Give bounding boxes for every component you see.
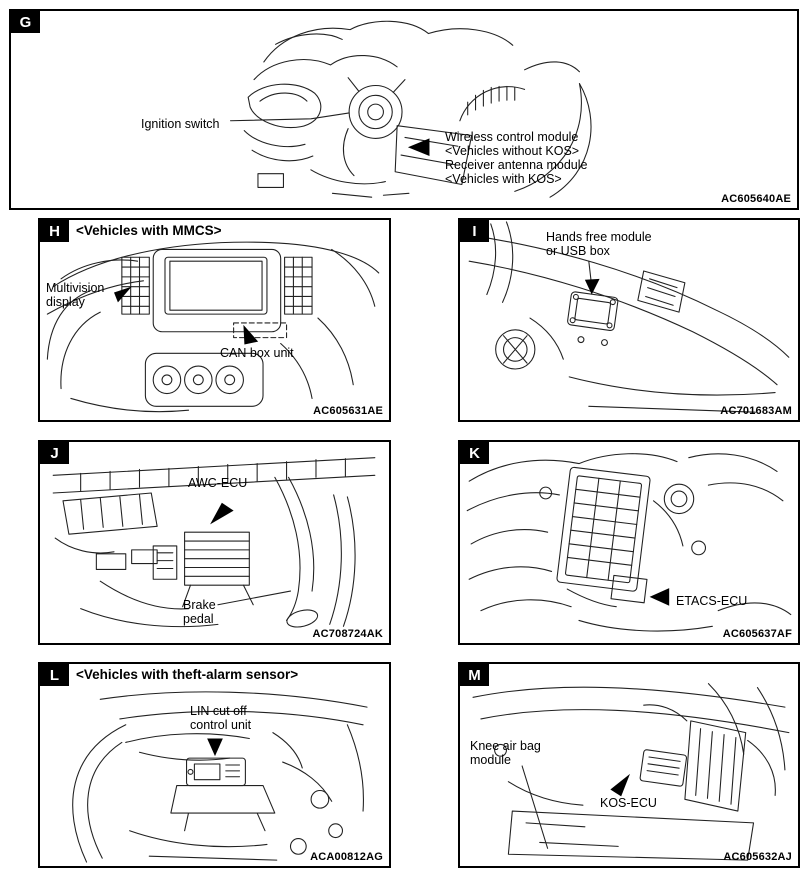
illustration-lin-unit [72,691,368,863]
label-handsfree-2: or USB box [546,244,610,258]
panel-g: G Ignition switch Wireless control modul… [9,9,799,210]
pointer-arrow [407,138,430,157]
pointer-arrow [610,773,630,797]
panel-h: H <Vehicles with MMCS> Multivision displ… [38,218,391,422]
label-handsfree-1: Hands free module [546,230,652,244]
figure-code: AC701683AM [720,405,792,417]
figure-code: AC708724AK [312,628,383,640]
pointer-arrow [243,324,259,345]
panel-letter: K [460,442,489,464]
illustration-steering-column [229,20,592,198]
label-knee-1: Knee air bag [470,739,541,753]
label-awc-ecu: AWC-ECU [188,476,248,490]
label-brake-1: Brake [183,598,216,612]
panel-letter: L [40,664,69,686]
panel-i: I Hands free module or USB box AC701683A… [458,218,800,422]
illustration-awc-ecu [52,457,376,628]
label-brake-2: pedal [183,612,214,626]
label-receiver-1: Receiver antenna module [445,158,588,172]
figure-code: AC605637AF [722,628,792,640]
panel-letter: G [11,11,40,33]
label-wireless-1: Wireless control module [445,130,579,144]
panel-heading: <Vehicles with theft-alarm sensor> [76,667,299,682]
illustration-etacs-ecu [466,453,792,632]
label-ignition-switch: Ignition switch [141,117,220,131]
panel-heading: <Vehicles with MMCS> [76,223,222,238]
panel-letter: H [40,220,69,242]
figure-code: AC605631AE [313,405,383,417]
illustration-dashboard-handsfree [468,221,790,413]
illustration-dashboard-mmcs [46,241,380,413]
label-knee-2: module [470,753,511,767]
panel-m: M Knee air bag module KOS-ECU AC605632AJ [458,662,800,868]
pointer-arrow [649,588,670,606]
panel-j: J AWC-ECU Brake pedal AC708724AK [38,440,391,645]
panel-k: K ETACS-ECU AC605637AF [458,440,800,645]
label-receiver-2: <Vehicles with KOS> [445,172,562,186]
figure-code: AC605632AJ [723,851,792,863]
panel-letter: I [460,220,489,242]
panel-letter: M [460,664,489,686]
label-lin-1: LIN cut off [190,704,247,718]
illustration-kos-ecu [472,683,790,861]
label-can-box-unit: CAN box unit [220,346,294,360]
label-multivision-2: display [46,295,85,309]
figure-code: AC605640AE [721,193,791,205]
label-wireless-2: <Vehicles without KOS> [445,144,580,158]
pointer-arrow [114,286,132,303]
panel-letter: J [40,442,69,464]
label-multivision-1: Multivision [46,281,105,295]
label-etacs-ecu: ETACS-ECU [676,594,748,608]
figure-code: ACA00812AG [310,851,383,863]
panel-l: L <Vehicles with theft-alarm sensor> LIN… [38,662,391,868]
label-lin-2: control unit [190,718,252,732]
pointer-arrow [207,738,223,757]
label-kos-ecu: KOS-ECU [600,796,657,810]
pointer-arrow [210,502,234,525]
pointer-arrow [584,278,600,295]
